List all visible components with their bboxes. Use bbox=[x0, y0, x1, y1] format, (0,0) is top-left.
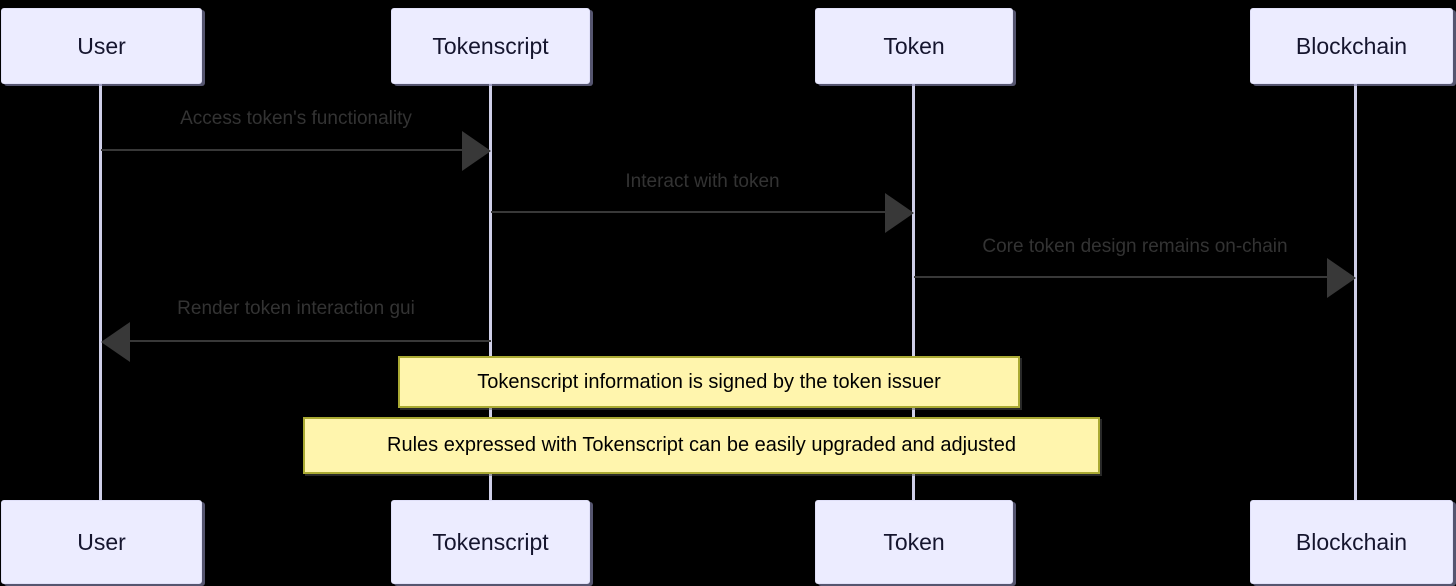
arrow-right-icon bbox=[1327, 258, 1356, 298]
actor-label: Token bbox=[883, 528, 945, 555]
arrow-right-icon bbox=[462, 131, 491, 171]
message-line bbox=[491, 211, 890, 213]
arrow-left-icon bbox=[101, 322, 130, 362]
actor-label: Tokenscript bbox=[432, 528, 549, 555]
message-label: Access token's functionality bbox=[180, 108, 412, 129]
actor-top-token: Token bbox=[815, 8, 1013, 84]
actor-top-user: User bbox=[1, 8, 202, 84]
lifeline-token bbox=[912, 82, 915, 502]
message-label: Core token design remains on-chain bbox=[982, 236, 1288, 257]
actor-top-blockchain: Blockchain bbox=[1250, 8, 1453, 84]
note-text: Tokenscript information is signed by the… bbox=[477, 370, 941, 393]
note-text: Rules expressed with Tokenscript can be … bbox=[387, 434, 1016, 456]
actor-label: User bbox=[77, 32, 126, 59]
note: Tokenscript information is signed by the… bbox=[398, 356, 1020, 408]
message-line bbox=[101, 149, 467, 151]
lifeline-tokenscript bbox=[489, 82, 492, 502]
actor-bottom-user: User bbox=[1, 500, 202, 584]
message-line bbox=[914, 276, 1332, 278]
actor-top-tokenscript: Tokenscript bbox=[391, 8, 590, 84]
message-label: Render token interaction gui bbox=[177, 298, 415, 319]
arrow-right-icon bbox=[885, 193, 914, 233]
actor-label: Blockchain bbox=[1295, 528, 1408, 555]
message-line bbox=[125, 340, 491, 342]
actor-label: User bbox=[77, 528, 126, 555]
note: Rules expressed with Tokenscript can be … bbox=[303, 417, 1100, 474]
actor-label: Blockchain bbox=[1295, 32, 1408, 59]
actor-label: Tokenscript bbox=[432, 32, 549, 59]
actor-bottom-token: Token bbox=[815, 500, 1013, 584]
actor-bottom-blockchain: Blockchain bbox=[1250, 500, 1453, 584]
message-label: Interact with token bbox=[625, 171, 780, 192]
actor-bottom-tokenscript: Tokenscript bbox=[391, 500, 590, 584]
lifeline-user bbox=[99, 82, 102, 502]
actor-label: Token bbox=[883, 32, 945, 59]
